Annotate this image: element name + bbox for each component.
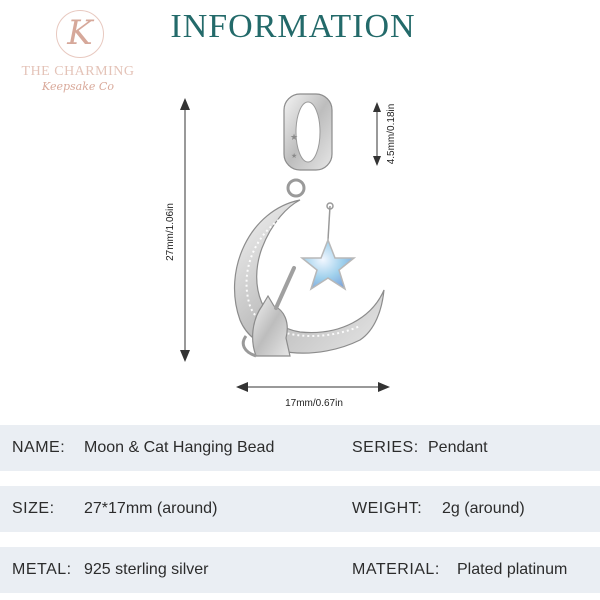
- height-dimension: [180, 98, 190, 362]
- product-diagram: ★ ★ 27mm/1.06in 4.5mm/0.18in 17mm/0.67in: [165, 93, 397, 409]
- page-title: INFORMATION: [170, 8, 416, 45]
- spec-row-name-series: NAME: Moon & Cat Hanging Bead SERIES: Pe…: [0, 425, 600, 471]
- width-dimension: [236, 382, 390, 392]
- logo-tagline: Keepsake Co: [42, 80, 114, 93]
- logo-name: THE CHARMING: [21, 64, 135, 79]
- star-charm: [299, 237, 357, 291]
- spec-row-size-weight: SIZE: 27*17mm (around) WEIGHT: 2g (aroun…: [0, 486, 600, 532]
- size-label: SIZE:: [12, 500, 55, 517]
- weight-label: WEIGHT:: [352, 500, 423, 517]
- spec-row-metal-material: METAL: 925 sterling silver MATERIAL: Pla…: [0, 547, 600, 593]
- width-label: 17mm/0.67in: [285, 398, 343, 409]
- name-label: NAME:: [12, 439, 66, 456]
- cat-figure: [241, 266, 296, 358]
- height-label: 27mm/1.06in: [165, 203, 176, 261]
- bail-dimension: [373, 102, 381, 166]
- size-value: 27*17mm (around): [84, 500, 218, 517]
- weight-value: 2g (around): [442, 500, 525, 517]
- svg-text:★: ★: [290, 133, 298, 143]
- series-value: Pendant: [428, 439, 488, 456]
- material-label: MATERIAL:: [352, 561, 440, 578]
- crescent-moon: [233, 199, 385, 354]
- brand-logo: K THE CHARMING Keepsake Co: [0, 0, 150, 100]
- metal-label: METAL:: [12, 561, 72, 578]
- name-value: Moon & Cat Hanging Bead: [84, 439, 275, 456]
- logo-monogram: K: [56, 10, 104, 58]
- jump-ring: [286, 178, 306, 198]
- metal-value: 925 sterling silver: [84, 561, 209, 578]
- bail-label: 4.5mm/0.18in: [386, 104, 397, 165]
- series-label: SERIES:: [352, 439, 419, 456]
- bail-bead: ★ ★: [283, 93, 333, 171]
- material-value: Plated platinum: [457, 561, 568, 578]
- svg-text:★: ★: [291, 152, 297, 160]
